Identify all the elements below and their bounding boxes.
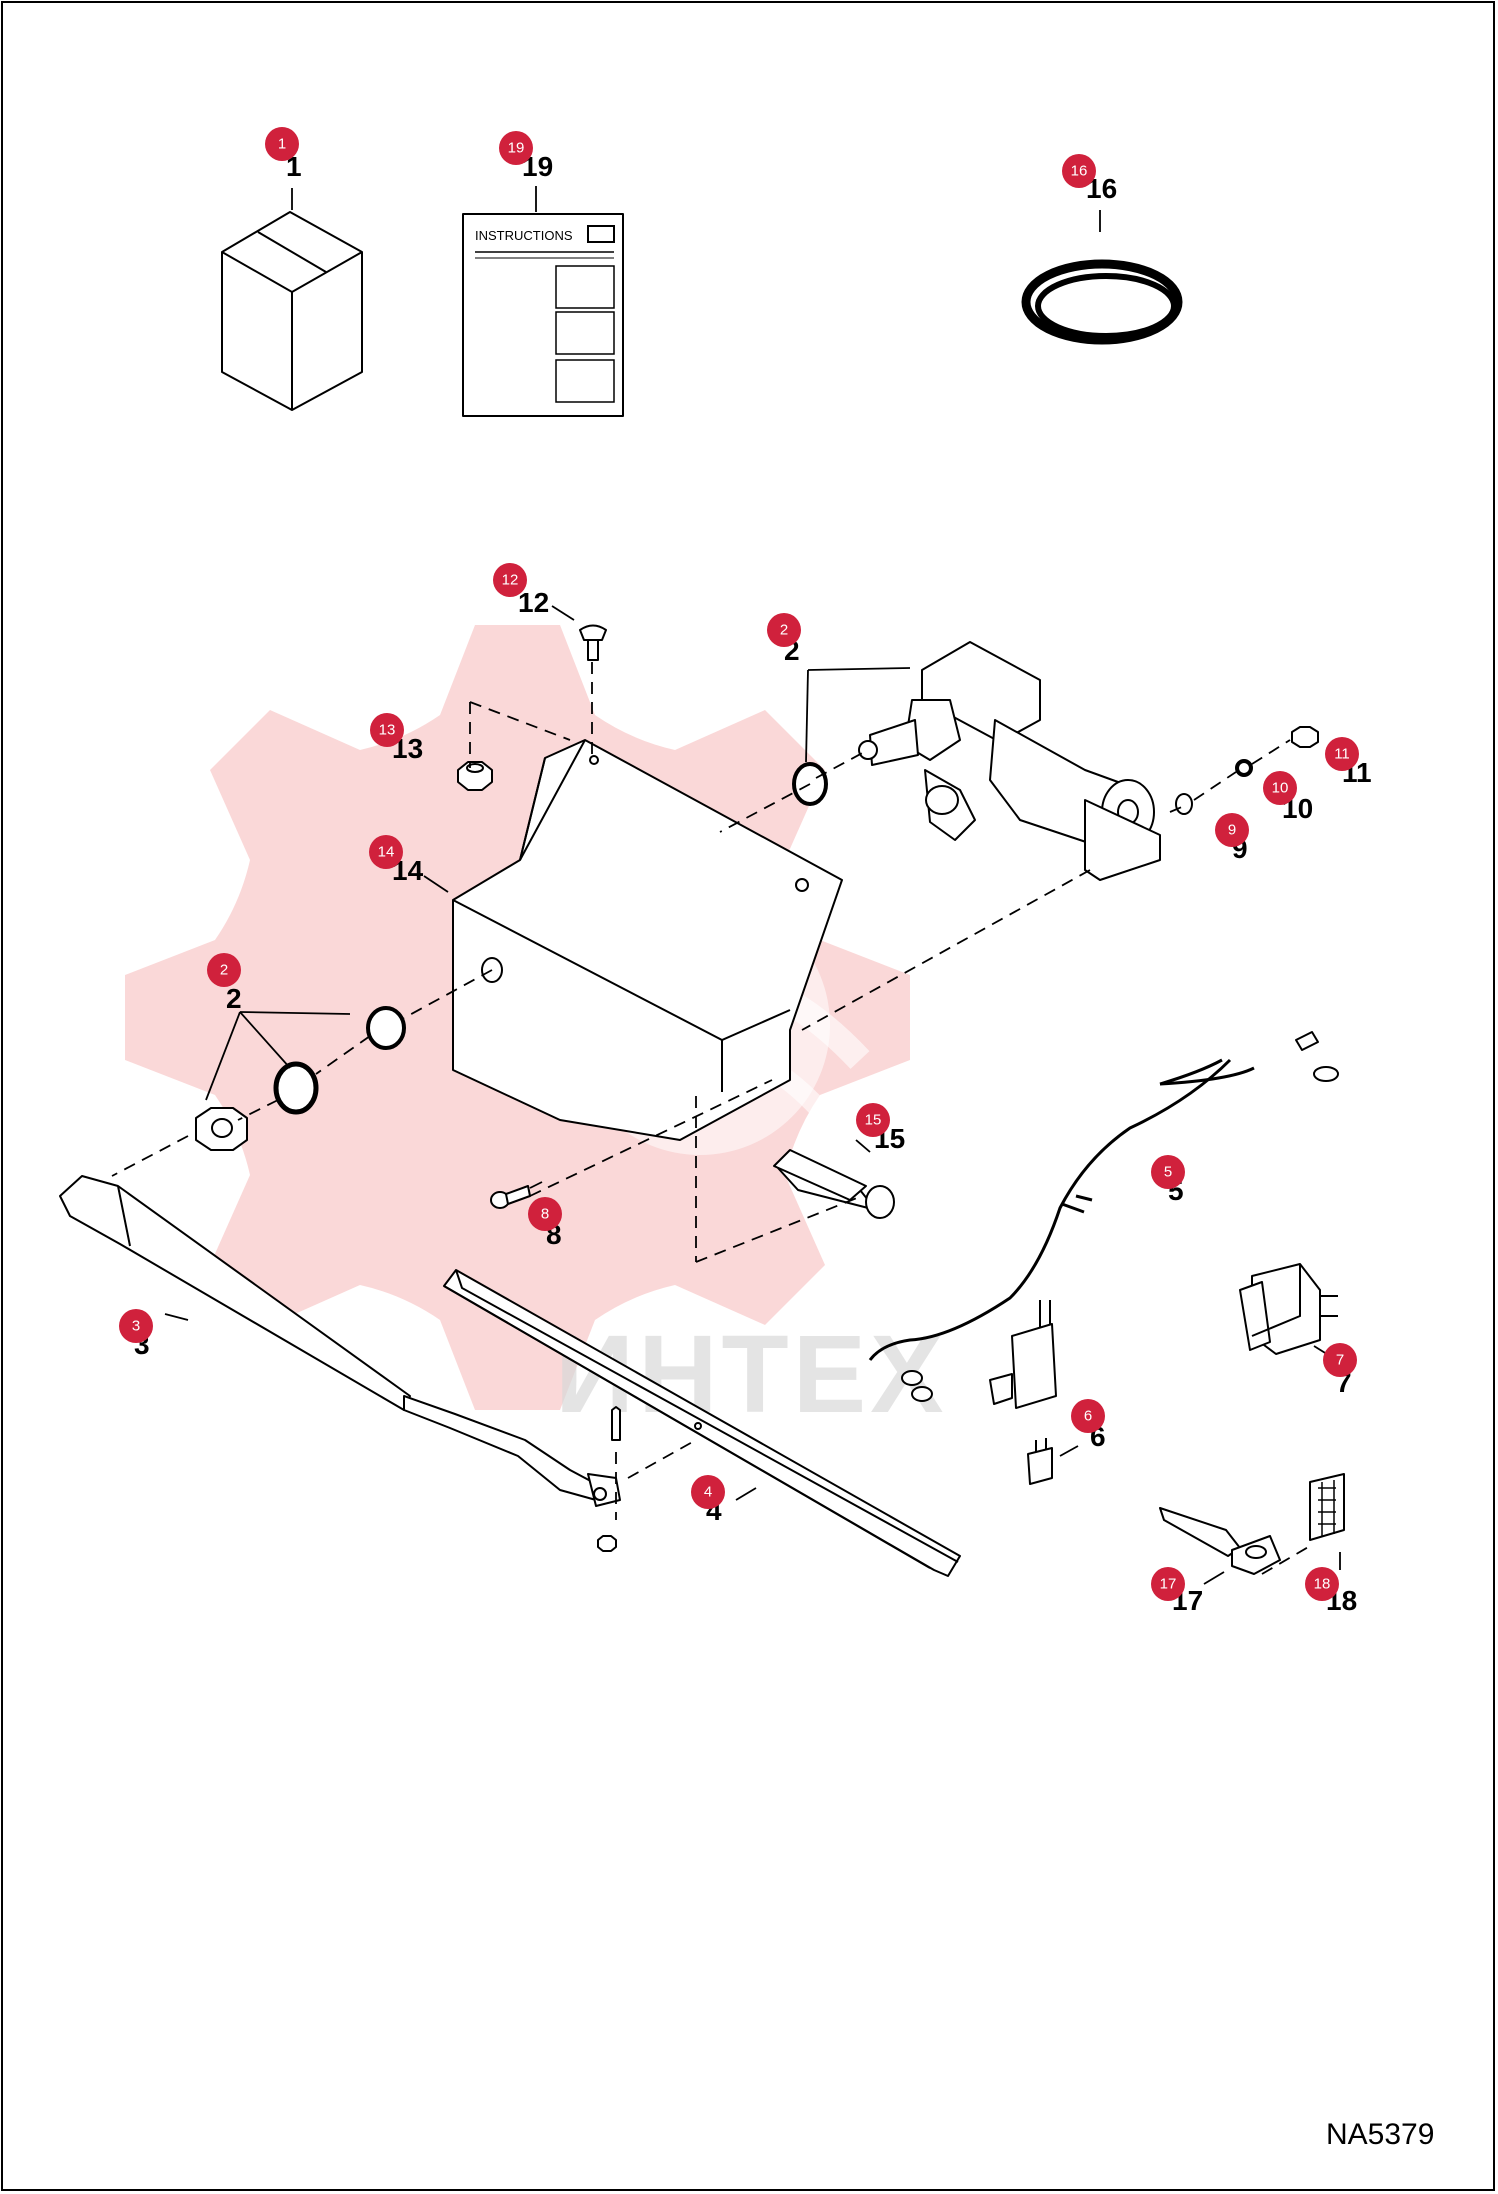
callout-badge-6[interactable]: 6: [1071, 1399, 1105, 1433]
callout-badge-18[interactable]: 18: [1305, 1567, 1339, 1601]
callout-badge-4[interactable]: 4: [691, 1475, 725, 1509]
part-7-rocker-switch: [1239, 1263, 1338, 1357]
instructions-label: INSTRUCTIONS: [475, 228, 573, 243]
part-number-12: 12: [518, 587, 549, 618]
part-6-fuse: [1027, 1438, 1079, 1485]
svg-text:15: 15: [865, 1112, 882, 1129]
svg-text:16: 16: [1071, 163, 1088, 180]
svg-text:14: 14: [378, 844, 395, 861]
assembly-dashed-lines: [111, 662, 1311, 1575]
part-12-screw: [551, 605, 607, 661]
svg-text:1: 1: [278, 136, 286, 153]
callout-badge-16[interactable]: 16: [1062, 154, 1096, 188]
svg-text:2: 2: [780, 622, 788, 639]
part-14-cover: [423, 739, 843, 1141]
callout-badge-13[interactable]: 13: [370, 713, 404, 747]
callout-badge-2-motor[interactable]: 2: [767, 613, 801, 647]
part-19-instructions-sheet: INSTRUCTIONS: [462, 186, 624, 417]
part-number-2-left: 2: [226, 983, 242, 1014]
svg-text:8: 8: [541, 1206, 549, 1223]
diagram-code: NA5379: [1326, 2118, 1434, 2151]
part-2-wiper-motor: [807, 641, 1161, 881]
callout-badge-5[interactable]: 5: [1151, 1155, 1185, 1189]
callout-badge-12[interactable]: 12: [493, 563, 527, 597]
callout-badge-15[interactable]: 15: [856, 1103, 890, 1137]
part-9-washer: [1175, 793, 1193, 815]
svg-text:2: 2: [220, 962, 228, 979]
callout-badge-11[interactable]: 11: [1325, 737, 1359, 771]
callout-badge-8[interactable]: 8: [528, 1197, 562, 1231]
svg-text:10: 10: [1272, 780, 1289, 797]
svg-text:19: 19: [508, 140, 525, 157]
part-5-wiring-harness: [868, 1031, 1339, 1409]
svg-text:3: 3: [132, 1318, 140, 1335]
callout-badge-3[interactable]: 3: [119, 1309, 153, 1343]
part-18-adhesive-pad: [1309, 1473, 1345, 1570]
callout-badge-19[interactable]: 19: [499, 131, 533, 165]
svg-text:12: 12: [502, 572, 519, 589]
callout-badge-17[interactable]: 17: [1151, 1567, 1185, 1601]
svg-text:4: 4: [704, 1484, 712, 1501]
callout-badge-10[interactable]: 10: [1263, 771, 1297, 805]
callout-badge-9[interactable]: 9: [1215, 813, 1249, 847]
part-17-cable-tie: [1159, 1507, 1281, 1585]
part-2-left-seals: [195, 1006, 406, 1151]
svg-text:6: 6: [1084, 1408, 1092, 1425]
part-16-hose-coil: [1021, 210, 1183, 345]
svg-text:5: 5: [1164, 1164, 1172, 1181]
callout-badge-2-left[interactable]: 2: [207, 953, 241, 987]
svg-text:17: 17: [1160, 1576, 1177, 1593]
svg-text:7: 7: [1336, 1352, 1344, 1369]
part-3-wiper-arm: [59, 1175, 621, 1507]
svg-text:11: 11: [1334, 746, 1350, 763]
part-4-wiper-blade: [443, 1269, 961, 1577]
callout-badge-1[interactable]: 1: [265, 127, 299, 161]
callout-badge-14[interactable]: 14: [369, 835, 403, 869]
part-3-pin: [611, 1406, 621, 1441]
svg-text:9: 9: [1228, 822, 1236, 839]
part-3-nut: [597, 1535, 617, 1552]
part-11-nut: [1291, 726, 1319, 748]
part-10-lockwasher: [1235, 759, 1253, 777]
svg-text:13: 13: [379, 722, 396, 739]
svg-text:18: 18: [1314, 1576, 1331, 1593]
part-13-nut: [457, 761, 493, 791]
part-1-box: [221, 188, 363, 411]
callout-badges: 1 19 16 12 2 13 14 11 10 9 2 15 5 8 3 7 …: [119, 127, 1359, 1601]
callout-badge-7[interactable]: 7: [1323, 1343, 1357, 1377]
